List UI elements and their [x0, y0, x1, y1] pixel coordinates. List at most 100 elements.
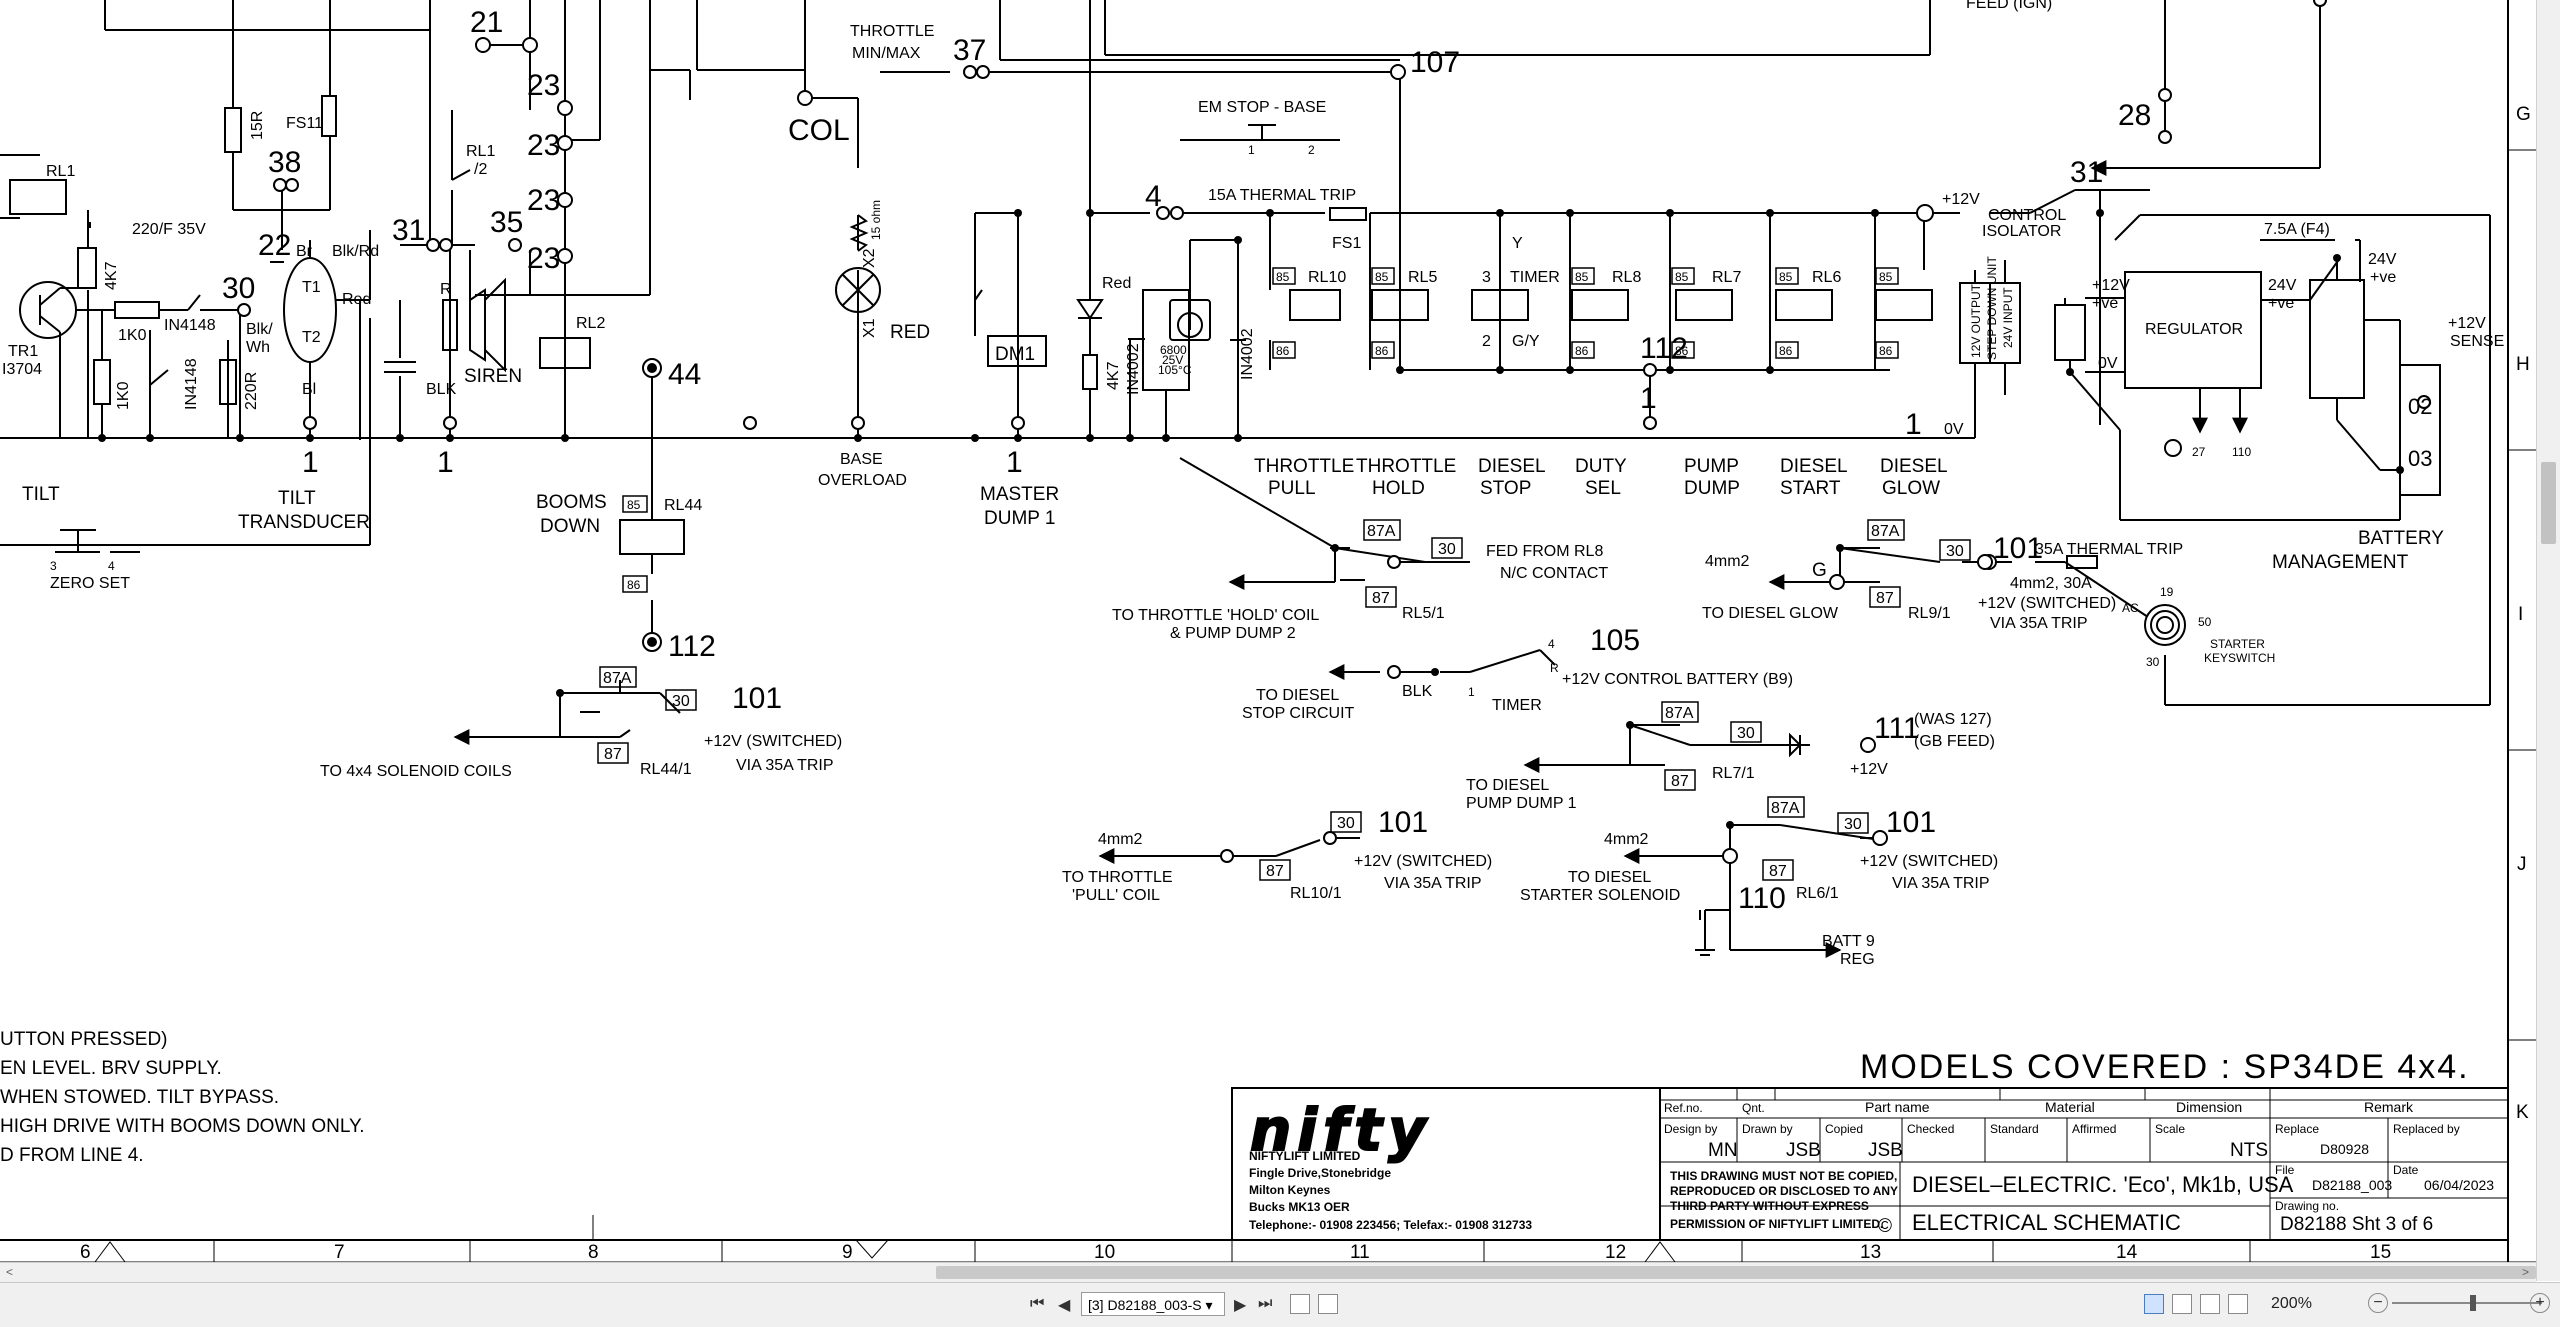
svg-text:Remark: Remark: [2364, 1099, 2414, 1115]
lbl-y: Y: [1512, 235, 1523, 252]
lbl-v0-b: 0V: [2098, 355, 2118, 372]
lbl-rl8: RL8: [1612, 269, 1641, 286]
file-value: D82188_003: [2312, 1177, 2392, 1193]
lbl-pve-c: +ve: [2370, 269, 2396, 286]
lbl-was127-1: (WAS 127): [1914, 711, 1992, 728]
wire-23c: 23: [527, 184, 560, 217]
horizontal-scroll-thumb[interactable]: [936, 1266, 2536, 1279]
zone-9: 9: [842, 1242, 853, 1263]
lbl-in-24v: 24V INPUT: [2001, 287, 2015, 348]
zone-8: 8: [588, 1242, 599, 1263]
svg-text:Copied: Copied: [1825, 1122, 1863, 1136]
sheet-selector[interactable]: [3] D82188_003-S ▾: [1081, 1292, 1225, 1316]
title-block: [1231, 1087, 2509, 1241]
lbl-pump-dump-1: PUMP: [1684, 456, 1739, 477]
svg-text:Drawn by: Drawn by: [1742, 1122, 1793, 1136]
page-view-single-icon[interactable]: [2172, 1294, 2192, 1314]
lbl-throttle-hold-2: HOLD: [1372, 478, 1425, 499]
lbl-diesel-stop-1: DIESEL: [1478, 456, 1546, 477]
lbl-in4002a: IN4002: [1125, 343, 1142, 395]
lbl-to-diesel-stop-2: STOP CIRCUIT: [1242, 705, 1355, 722]
zoom-level[interactable]: 200%: [2271, 1295, 2312, 1312]
lbl-red-led: Red: [1102, 275, 1131, 292]
lbl-v24-b: 24V: [2368, 251, 2397, 268]
lbl-blk: BLK: [1402, 683, 1433, 700]
zoom-out-button[interactable]: −: [2368, 1293, 2388, 1313]
add-sheet-icon[interactable]: [1290, 1294, 1310, 1314]
wire-112b: 112: [668, 630, 716, 663]
lbl-n110: 110: [2232, 445, 2251, 459]
svg-text:File: File: [2275, 1163, 2295, 1177]
zone-markers-right: G H I J K: [2516, 104, 2531, 1123]
wire-110: 110: [1738, 882, 1786, 915]
lbl-diesel-glow-1: DIESEL: [1880, 456, 1948, 477]
lbl-em-stop: EM STOP - BASE: [1198, 99, 1326, 116]
zone-12: 12: [1605, 1242, 1626, 1263]
lbl-battery-mgmt-2: MANAGEMENT: [2272, 552, 2409, 573]
last-sheet-button[interactable]: ⏭: [1258, 1295, 1273, 1312]
zone-k: K: [2516, 1102, 2529, 1123]
page-view-book-icon[interactable]: [2228, 1294, 2248, 1314]
lbl-cap-6800-1: 6800: [1160, 343, 1187, 357]
copyright-1: THIS DRAWING MUST NOT BE COPIED,: [1670, 1169, 1897, 1183]
wire-101d: 101: [1886, 806, 1936, 839]
lbl-fs11: FS11: [286, 115, 323, 132]
lbl-mm4-30a-2: +12V (SWITCHED): [1978, 595, 2116, 612]
lbl-thermal-35a: 35A THERMAL TRIP: [2035, 541, 2183, 558]
copyright-4: PERMISSION OF NIFTYLIFT LIMITED.: [1670, 1217, 1883, 1231]
lbl-n1: 1: [1468, 685, 1475, 699]
zoom-in-button[interactable]: +: [2530, 1293, 2550, 1313]
svg-text:85: 85: [1675, 270, 1689, 284]
svg-text:86: 86: [1879, 344, 1893, 358]
wire-101b: 101: [732, 682, 782, 715]
lbl-sense-2: SENSE: [2450, 333, 2504, 350]
wire-1d: 1: [1640, 382, 1657, 415]
zoom-slider-handle[interactable]: [2470, 1295, 2476, 1311]
drawn-by-value: JSB: [1786, 1140, 1821, 1161]
lbl-tilt: TILT: [22, 484, 60, 505]
scroll-right-icon[interactable]: >: [2522, 1265, 2530, 1279]
lbl-ksac: AC: [2122, 601, 2139, 615]
lbl-to-starter-sol-2: STARTER SOLENOID: [1520, 887, 1680, 904]
first-sheet-button[interactable]: ⏮: [1030, 1295, 1045, 1312]
svg-text:30: 30: [1844, 816, 1862, 833]
lbl-switched-35a-6: VIA 35A TRIP: [736, 757, 834, 774]
lbl-blkrd: Blk/Rd: [332, 243, 379, 260]
svg-text:Date: Date: [2393, 1163, 2419, 1177]
svg-text:87: 87: [1266, 863, 1284, 880]
lbl-tilt-transducer-2: TRANSDUCER: [238, 512, 370, 533]
lbl-plus12v-b: +12V: [2092, 277, 2130, 294]
lbl-gy: G/Y: [1512, 333, 1540, 350]
lbl-in4148b: IN4148: [183, 358, 200, 410]
svg-text:87: 87: [604, 746, 622, 763]
prev-sheet-button[interactable]: ◀: [1058, 1297, 1071, 1314]
lbl-control-isolator-1: CONTROL: [1988, 207, 2066, 224]
svg-text:85: 85: [1575, 270, 1589, 284]
lbl-control-isolator-2: ISOLATOR: [1982, 223, 2061, 240]
vertical-scroll-thumb[interactable]: [2541, 462, 2556, 544]
lbl-n27: 27: [2192, 445, 2206, 459]
lbl-throttle-hold-1: THROTTLE: [1356, 456, 1456, 477]
horizontal-scrollbar[interactable]: < >: [0, 1262, 2536, 1282]
lbl-booms-down-2: DOWN: [540, 516, 600, 537]
wire-30: 30: [222, 272, 255, 305]
zone-10: 10: [1094, 1242, 1115, 1263]
zone-14: 14: [2116, 1242, 2138, 1263]
next-sheet-button[interactable]: ▶: [1234, 1297, 1247, 1314]
scroll-left-icon[interactable]: <: [6, 1265, 14, 1279]
page-view-two-icon[interactable]: [2200, 1294, 2220, 1314]
lbl-fs1: FS1: [1332, 235, 1361, 252]
zoom-slider[interactable]: [2392, 1302, 2542, 1304]
lbl-4mm2-a: 4mm2: [1705, 553, 1750, 570]
junction-dots: [98, 209, 2404, 829]
lbl-in4002b: IN4002: [1239, 328, 1256, 380]
svg-text:Scale: Scale: [2155, 1122, 2185, 1136]
page-view-normal-icon[interactable]: [2144, 1294, 2164, 1314]
vertical-scrollbar[interactable]: [2536, 0, 2560, 1281]
wire-21: 21: [470, 6, 503, 39]
components: [835, 207, 2441, 956]
lbl-rl7: RL7: [1712, 269, 1741, 286]
remove-sheet-icon[interactable]: [1318, 1294, 1338, 1314]
wire-37: 37: [953, 34, 986, 67]
